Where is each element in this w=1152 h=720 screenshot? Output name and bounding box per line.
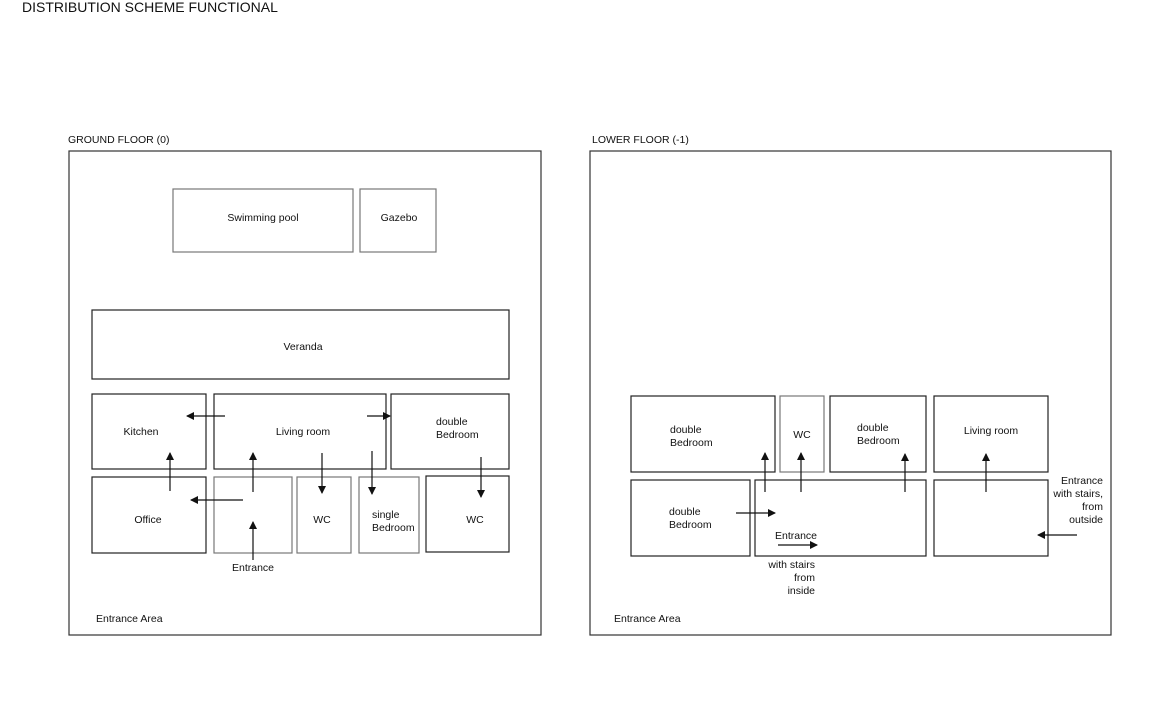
entrance-hall-label: Entrance — [775, 530, 817, 542]
lower-floor-frame — [589, 150, 1112, 636]
wc-label-2: WC — [466, 514, 484, 526]
veranda-room — [91, 309, 510, 380]
double-bedroom-label-2: Bedroom — [436, 429, 479, 441]
office-label: Office — [134, 514, 161, 526]
office-room — [91, 476, 207, 554]
veranda-label: Veranda — [283, 341, 322, 353]
diagram-title: DISTRIBUTION SCHEME FUNCTIONAL — [22, 0, 278, 15]
entrance-label: Entrance — [232, 562, 274, 574]
double-bedroom-2-label-2: Bedroom — [857, 435, 900, 447]
swimming-pool-label: Swimming pool — [227, 212, 298, 224]
outside-note-3: from — [1082, 501, 1103, 513]
double-bedroom-1-label-2: Bedroom — [670, 437, 713, 449]
double-bedroom-2-label-1: double — [857, 422, 889, 434]
inside-note-1: with stairs — [767, 559, 815, 571]
double-bedroom-3-label-2: Bedroom — [669, 519, 712, 531]
outside-note-2: with stairs, — [1052, 488, 1103, 500]
living-room — [213, 393, 387, 470]
kitchen-room — [91, 393, 207, 470]
entrance-hall-room — [754, 479, 927, 557]
double-bedroom-room-2 — [829, 395, 927, 473]
outside-entrance-room — [933, 479, 1049, 557]
wc-room-2 — [425, 475, 510, 553]
lower-floor-title: LOWER FLOOR (-1) — [592, 134, 689, 146]
double-bedroom-room-1 — [630, 395, 776, 473]
ground-floor-plan: GROUND FLOOR (0) Swimming pool Gazebo Ve… — [68, 134, 542, 636]
outside-note-4: outside — [1069, 514, 1103, 526]
living-room-lower — [933, 395, 1049, 473]
ground-floor-frame — [68, 150, 542, 636]
entrance-area-label: Entrance Area — [96, 613, 163, 625]
gazebo-room — [359, 188, 437, 253]
inside-note-2: from — [794, 572, 815, 584]
ground-floor-title: GROUND FLOOR (0) — [68, 134, 170, 146]
outside-note-1: Entrance — [1061, 475, 1103, 487]
living-room-lower-label: Living room — [964, 425, 1019, 437]
double-bedroom-3-label-1: double — [669, 506, 701, 518]
single-bedroom-label-2: Bedroom — [372, 522, 415, 534]
wc-label: WC — [793, 429, 811, 441]
single-bedroom-label-1: single — [372, 509, 400, 521]
double-bedroom-1-label-1: double — [670, 424, 702, 436]
lower-entrance-area-label: Entrance Area — [614, 613, 681, 625]
kitchen-label: Kitchen — [123, 426, 158, 438]
lower-floor-plan: LOWER FLOOR (-1) double Bedroom WC doubl… — [589, 134, 1112, 636]
swimming-pool-room — [172, 188, 354, 253]
gazebo-label: Gazebo — [381, 212, 418, 224]
double-bedroom-label-1: double — [436, 416, 468, 428]
inside-note-3: inside — [788, 585, 816, 597]
double-bedroom-room — [390, 393, 510, 470]
living-room-label: Living room — [276, 426, 331, 438]
wc-label-1: WC — [313, 514, 331, 526]
double-bedroom-room-3 — [630, 479, 751, 557]
